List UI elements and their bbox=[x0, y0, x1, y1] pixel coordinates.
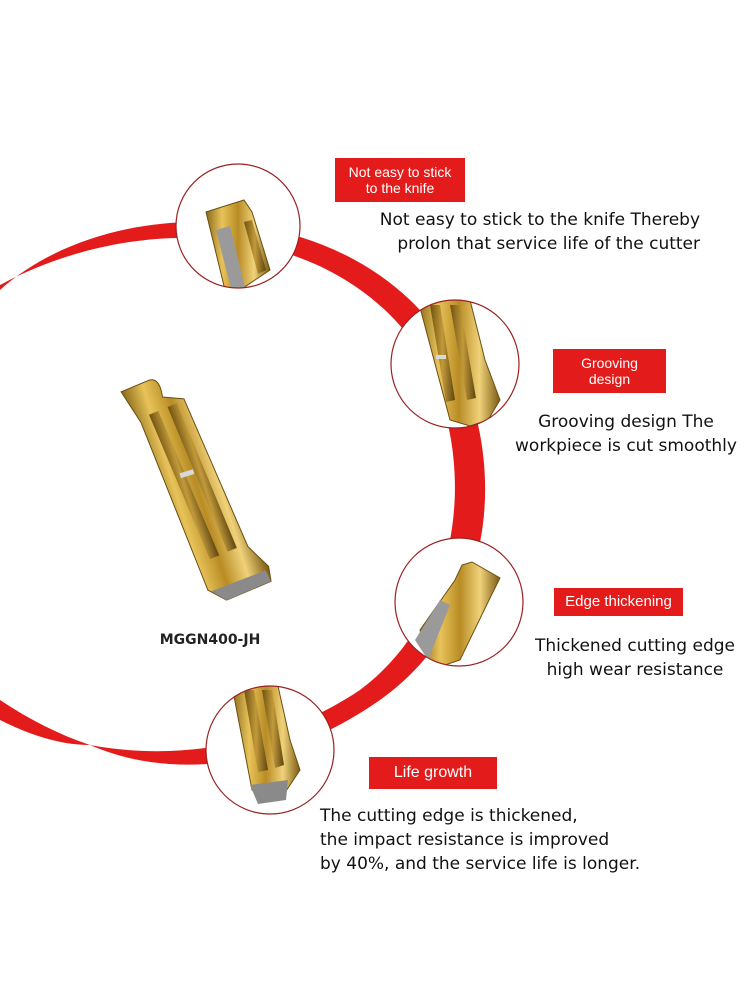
red-ring bbox=[0, 221, 486, 765]
callout-circle-2 bbox=[390, 299, 520, 429]
insert-main-image bbox=[120, 379, 272, 601]
feature-label-3: Edge thickening bbox=[554, 588, 683, 616]
feature-label-1: Not easy to stick to the knife bbox=[335, 158, 465, 202]
feature-description-4: The cutting edge is thickened, the impac… bbox=[320, 806, 641, 874]
feature-label-4: Life growth bbox=[369, 757, 497, 789]
feature-description-3: Thickened cutting edge high wear resista… bbox=[535, 636, 735, 680]
callout-circle-3 bbox=[394, 537, 524, 667]
callout-circle-4 bbox=[205, 685, 335, 815]
model-name: MGGN400-JH bbox=[159, 632, 261, 648]
feature-description-1: Not easy to stick to the knife Thereby p… bbox=[379, 210, 700, 254]
feature-label-2: Grooving design bbox=[553, 349, 666, 393]
callout-circle-1 bbox=[175, 163, 301, 289]
feature-description-2: Grooving design The workpiece is cut smo… bbox=[515, 412, 737, 456]
